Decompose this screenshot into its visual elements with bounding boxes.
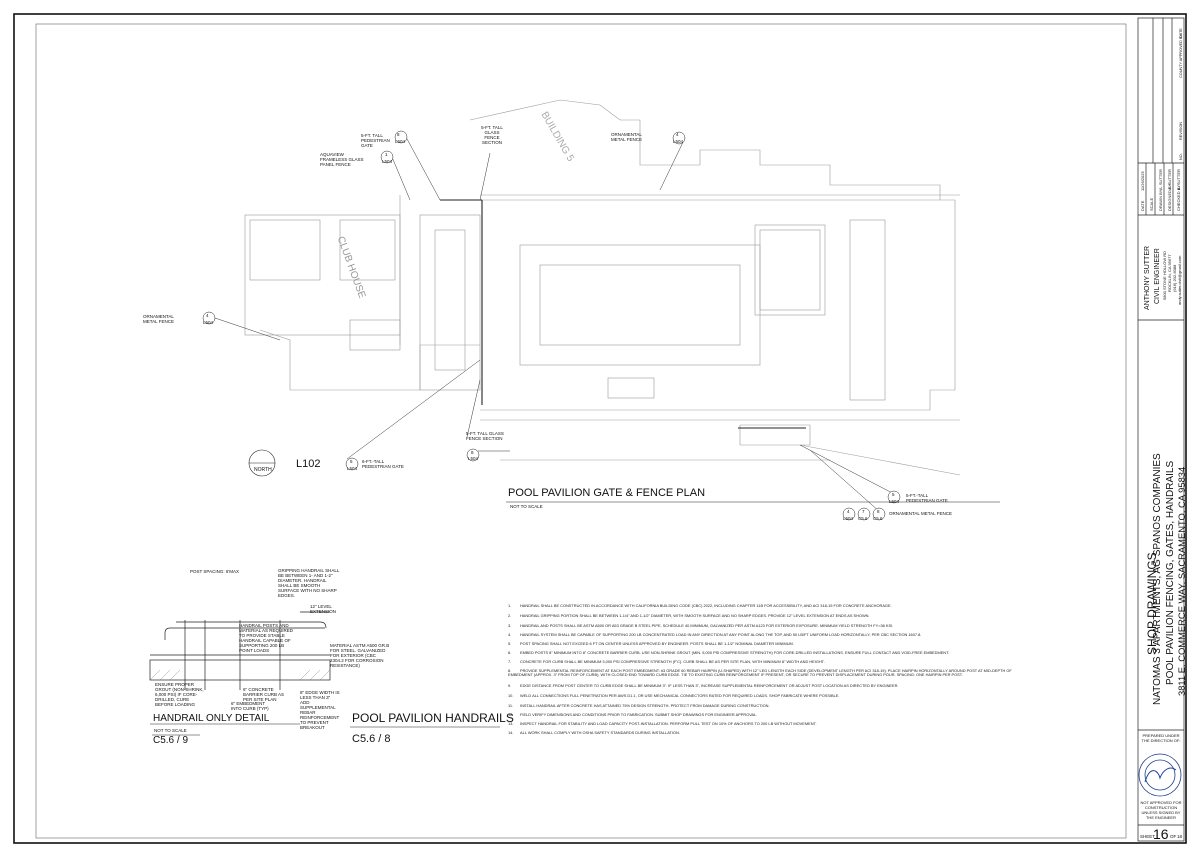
callout-num: 8: [397, 132, 400, 137]
fence-lines: [440, 199, 806, 429]
tb-checked-value: A. SUTTER: [1176, 169, 1181, 190]
callout-sheet: L504: [347, 466, 358, 471]
tb-drawn-label: DRAWN BY: [1158, 189, 1163, 211]
note-7: 7.CONCRETE FOR CURB SHALL BE MINIMUM 3,0…: [508, 659, 825, 664]
tb-rev-revision: REVISION: [1179, 121, 1183, 140]
handrails-ref: C5.6 / 8: [352, 733, 391, 745]
tb-sheet-of: OF: [1170, 834, 1177, 839]
handrail-detail-drawing: [149, 611, 331, 690]
callout-num: 4: [206, 313, 209, 318]
detail-label: POST SPACING: 6'MAX: [190, 569, 239, 574]
callout-num: 5: [892, 492, 895, 497]
tb-date-label: DATE: [1140, 200, 1145, 211]
tb-line3: 3811 E. COMMERCE WAY, SACRAMENTO, CA 958…: [1176, 466, 1187, 696]
tb-line2: POOL PAVILION FENCING, GATES, HANDRAILS: [1165, 460, 1176, 685]
handrail-detail-title: HANDRAIL ONLY DETAIL: [153, 713, 270, 724]
c56-ref: 7: [862, 509, 865, 514]
plan-title: POOL PAVILION GATE & FENCE PLAN: [508, 487, 706, 499]
tb-designed-value: A. SUTTER: [1167, 169, 1172, 190]
detail-label: 6" EMBEDMENT INTO CURB (TYP): [231, 701, 269, 711]
c56-ref: 4: [847, 509, 850, 514]
callout-glass-panel-fence: AQUAVIEW FRAMELESS GLASS PANEL FENCE: [320, 152, 364, 167]
tb-date-value: 11/26/2025: [1140, 171, 1145, 191]
tb-sheet-number: 16: [1153, 826, 1169, 842]
c56-ref: C5.6: [858, 516, 868, 521]
tb-not-approved: NOT APPROVED FOR CONSTRUCTION UNLESS SIG…: [1140, 800, 1182, 820]
callout-6ft-gate: 6-FT.-TALL PEDESTRIAN GATE: [362, 459, 404, 469]
note-3: 3.HANDRAIL AND POSTS SHALL BE ASTM A500 …: [508, 623, 894, 628]
note-2: 2.HANDRAIL GRIPPING PORTION SHALL BE BET…: [508, 613, 870, 618]
north-label: NORTH: [254, 467, 272, 473]
callout-bubbles: [202, 130, 901, 521]
callout-sheet: L504: [468, 456, 479, 461]
callout-num: 1: [385, 152, 388, 157]
c56-ref: 8: [877, 509, 880, 514]
callout-ornamental-fence-west: ORNAMENTAL METAL FENCE: [143, 314, 175, 324]
detail-label: 12" LEVEL EXTENSION: [310, 604, 337, 614]
title-block-frame: [1137, 17, 1185, 842]
detail-label: 8" EDGE WIDTH IS LESS THAN 3" ADD SUPPLE…: [300, 690, 340, 730]
callout-sheet: L504: [203, 320, 214, 325]
handrail-detail-scale: NOT TO SCALE: [154, 728, 187, 733]
callout-num: 8: [471, 450, 474, 455]
tb-rev-date: DATE: [1179, 28, 1183, 38]
ground-hatch: [149, 669, 331, 681]
tb-rev-approved: COUNTY APPROVED BY: [1179, 33, 1183, 78]
tb-sheet-total: 18: [1177, 834, 1183, 839]
detail-label: HANDRAIL POSTS AND MATERIAL AS REQUIRED …: [239, 623, 294, 653]
c56-ref: L504: [843, 516, 854, 521]
plan-scale: NOT TO SCALE: [510, 504, 543, 509]
site-plan: [244, 99, 961, 476]
tb-engineer-email: andy.sutter.civil@gmail.com: [1177, 255, 1182, 305]
detail-label: ENSURE PROPER GROUT (NON-SHRINK, 6,000 P…: [155, 682, 204, 707]
note-5: 5.POST SPACING SHALL NOT EXCEED 6 FT ON …: [508, 641, 794, 646]
note-13: 13.INSPECT HANDRAIL FOR STABILITY AND LO…: [508, 721, 817, 726]
engineer-stamp: [1138, 753, 1182, 797]
tb-prepared: PREPARED UNDER THE DIRECTION OF:: [1141, 733, 1181, 743]
callout-pedestrian-gate: 5-FT. TALL PEDESTRIAN GATE: [361, 133, 390, 148]
tb-drawn-value: A. SUTTER: [1158, 169, 1163, 190]
north-arrow: [248, 449, 276, 477]
callout-glass-fence-section: 5-FT. TALL GLASS FENCE SECTION: [481, 125, 503, 145]
tb-engineer-title: CIVIL ENGINEER: [1154, 248, 1161, 304]
detail-label: GRIPPING HANDRAIL SHALL BE BETWEEN 1- AN…: [278, 568, 340, 598]
callout-glass-fence-south: 5-FT. TALL GLASS FENCE SECTION: [466, 431, 504, 441]
callout-sheet: L504: [673, 139, 684, 144]
callout-5ft-gate-east: 5-FT.-TALL PEDESTRIAN GATE: [906, 493, 948, 503]
callout-ornamental-fence-east: ORNAMENTAL METAL FENCE: [889, 511, 953, 516]
sheet-ref-l102: L102: [296, 458, 321, 470]
note-8: 8.PROVIDE SUPPLEMENTAL REINFORCEMENT AT …: [508, 668, 1012, 678]
callout-num: 5: [350, 459, 353, 464]
note-1: 1.HANDRAIL SHALL BE CONSTRUCTED IN ACCOR…: [508, 603, 892, 608]
tb-line1: NATOMAS 3 APARTMENTS, AG SPANOS COMPANIE…: [1152, 453, 1163, 705]
callout-num: 4: [676, 132, 679, 137]
c56-ref: C5.6: [873, 516, 883, 521]
note-12: 12.FIELD VERIFY DIMENSIONS AND CONDITION…: [508, 712, 758, 717]
note-11: 11.INSTALL HANDRAIL AFTER CONCRETE HAS A…: [508, 703, 770, 708]
tb-engineer-name: ANTHONY SUTTER: [1144, 245, 1151, 310]
note-4: 4.HANDRAIL SYSTEM SHALL BE CAPABLE OF SU…: [508, 632, 922, 637]
callout-sheet: L504: [395, 139, 406, 144]
detail-label: MATERIAL ASTM A500 GR.B FOR STEEL. GALVA…: [330, 643, 390, 668]
callout-sheet: L504: [889, 499, 900, 504]
handrails-title: POOL PAVILION HANDRAILS: [352, 711, 514, 725]
note-10: 10.WELD ALL CONNECTIONS FULL PENETRATION…: [508, 693, 840, 698]
sheet-border: [13, 13, 1187, 844]
note-6: 6.EMBED POSTS 8" MINIMUM INTO 8" CONCRET…: [508, 650, 950, 655]
callout-sheet: L504: [382, 159, 393, 164]
tb-scale-label: SCALE: [1149, 197, 1154, 211]
note-9: 9.EDGE DISTANCE FROM POST CENTER TO CURB…: [508, 683, 899, 688]
handrail-detail-ref: C5.6 / 9: [153, 735, 189, 746]
note-14: 14.ALL WORK SHALL COMPLY WITH OSHA SAFET…: [508, 730, 680, 735]
detail-label: 6" CONCRETE BARRIER CURB AS PER SITE PLA…: [243, 687, 285, 702]
tb-rev-no: NO.: [1179, 153, 1183, 160]
callout-ornamental-fence: ORNAMENTAL METAL FENCE: [611, 132, 643, 142]
tb-sheet-label: SHEET: [1140, 834, 1156, 839]
callout-leaders: [214, 136, 901, 513]
drawing-frame: [35, 23, 1127, 839]
